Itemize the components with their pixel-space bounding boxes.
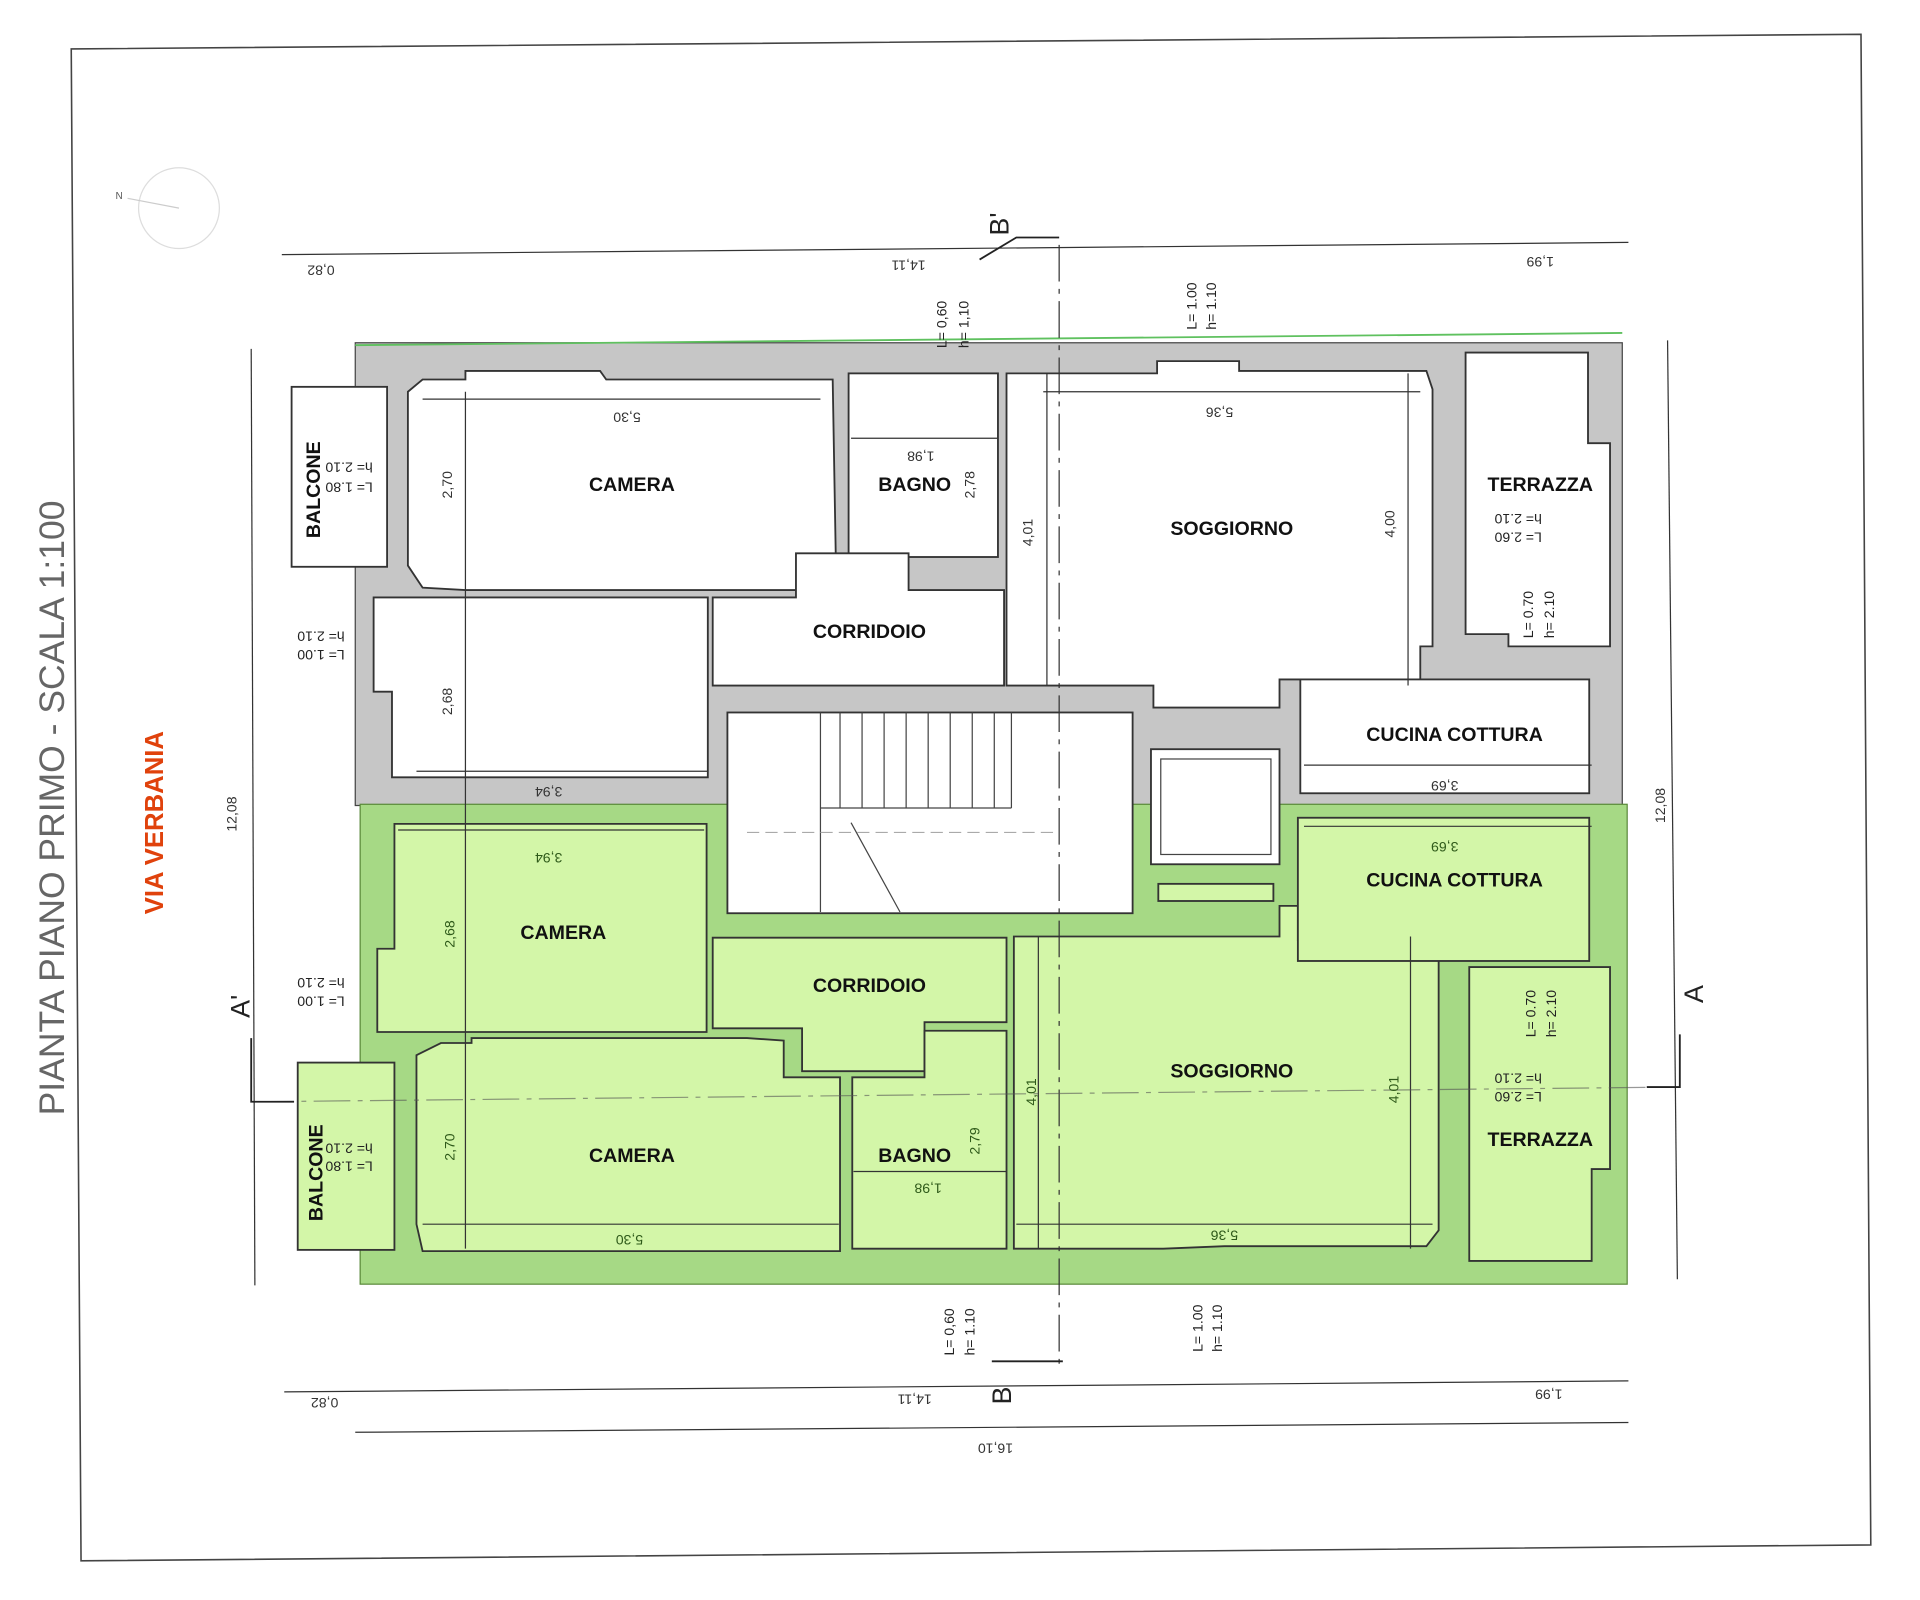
dimension-label: 4,01	[1019, 519, 1035, 547]
room-label: CORRIDOIO	[813, 621, 926, 643]
window-spec-label: h= 1.10	[1203, 282, 1219, 329]
dimension-label: 0,82	[307, 263, 335, 279]
dimension-label: 4,01	[1385, 1076, 1401, 1104]
window-spec-label: h= 2.10	[1494, 1071, 1541, 1087]
dimension-label: 2,68	[439, 688, 455, 716]
window-spec-label: L= 2.60	[1494, 1089, 1541, 1105]
dimension-label: 4,00	[1382, 510, 1398, 538]
room-label: SOGGIORNO	[1170, 518, 1293, 540]
dimension-label: 1,99	[1526, 254, 1554, 270]
dimension-lines	[250, 236, 1681, 1433]
room-label: CUCINA COTTURA	[1366, 870, 1543, 892]
room-label: BAGNO	[878, 474, 951, 496]
upper-rooms	[290, 351, 1611, 915]
window-spec-label: h= 2.10	[1541, 591, 1557, 638]
dimension-label: 3,94	[535, 850, 563, 866]
window-spec-label: L= 2.60	[1494, 529, 1541, 545]
dimension-label: 3,69	[1431, 839, 1459, 855]
north-arrow-icon: N	[116, 167, 220, 250]
section-marker: B	[987, 1387, 1017, 1405]
dimension-label: 14,11	[897, 1391, 931, 1407]
dimension-label: 1,99	[1535, 1386, 1563, 1402]
plan-title: PIANTA PIANO PRIMO - SCALA 1:100	[32, 501, 72, 1116]
room-label: CORRIDOIO	[813, 975, 926, 997]
room-label: SOGGIORNO	[1170, 1061, 1293, 1083]
room-label: CUCINA COTTURA	[1366, 724, 1543, 746]
dimension-label: 2,68	[441, 920, 457, 948]
window-spec-label: L= 0.70	[1522, 990, 1538, 1037]
room-label: CAMERA	[589, 474, 675, 496]
dimension-label: 4,01	[1023, 1078, 1039, 1106]
dimension-label: 12,08	[224, 796, 240, 831]
dimension-label: 5,30	[613, 410, 641, 426]
window-spec-label: h= 1,10	[956, 301, 972, 348]
dimension-label: 2,78	[962, 471, 978, 499]
window-spec-label: h= 2.10	[325, 1140, 372, 1156]
window-spec-label: L= 1.00	[1189, 1304, 1205, 1351]
dimension-label: 5,36	[1211, 1227, 1239, 1243]
page-frame	[70, 33, 1872, 1562]
room-label: BALCONE	[303, 441, 325, 538]
window-spec-label: L= 1.00	[297, 647, 344, 663]
window-spec-label: L= 1.80	[325, 1159, 372, 1175]
window-spec-label: L= 0,60	[934, 301, 950, 348]
window-spec-label: h= 2.10	[325, 460, 372, 476]
dimension-label: 3,94	[535, 784, 563, 800]
room-label: CAMERA	[520, 922, 606, 944]
room-label: BALCONE	[305, 1124, 327, 1221]
window-spec-label: h= 1.10	[1209, 1304, 1225, 1351]
window-spec-label: h= 2.10	[1543, 990, 1559, 1037]
window-spec-label: L= 1.00	[297, 993, 344, 1009]
room-label: TERRAZZA	[1488, 474, 1594, 496]
window-spec-label: h= 1.10	[962, 1308, 978, 1355]
dimension-label: 5,30	[616, 1232, 644, 1248]
dimension-label: 14,11	[891, 258, 925, 274]
staircase	[746, 712, 1272, 913]
window-spec-label: h= 2.10	[297, 629, 344, 645]
dimension-label: 2,70	[441, 1133, 457, 1161]
dimension-label: 1,98	[907, 449, 935, 465]
dimension-label: 2,70	[439, 471, 455, 499]
room-label: CAMERA	[589, 1145, 675, 1167]
room-label: TERRAZZA	[1488, 1129, 1594, 1151]
street-name: VIA VERBANIA	[141, 731, 169, 914]
window-spec-label: h= 2.10	[297, 975, 344, 991]
dimension-label: 5,36	[1206, 405, 1234, 421]
dimension-label: 1,98	[914, 1181, 942, 1197]
window-spec-label: L= 0.70	[1520, 591, 1536, 638]
window-spec-label: L= 0,60	[941, 1308, 957, 1355]
section-marker: A'	[226, 995, 256, 1018]
dimension-label: 0,82	[311, 1395, 339, 1411]
dimension-label: 12,08	[1652, 788, 1668, 823]
lower-rooms	[296, 816, 1611, 1262]
window-spec-label: L= 1.80	[325, 479, 372, 495]
dimension-label: 3,69	[1431, 778, 1459, 794]
window-spec-label: L= 1.00	[1183, 282, 1199, 329]
section-marker: A	[1679, 985, 1709, 1003]
dimension-label: 2,79	[967, 1127, 983, 1155]
dimension-label: 16,10	[978, 1440, 1013, 1456]
window-spec-label: h= 2.10	[1494, 511, 1541, 527]
section-marker: B'	[985, 212, 1015, 235]
room-label: BAGNO	[878, 1145, 951, 1167]
north-label: N	[116, 189, 123, 200]
